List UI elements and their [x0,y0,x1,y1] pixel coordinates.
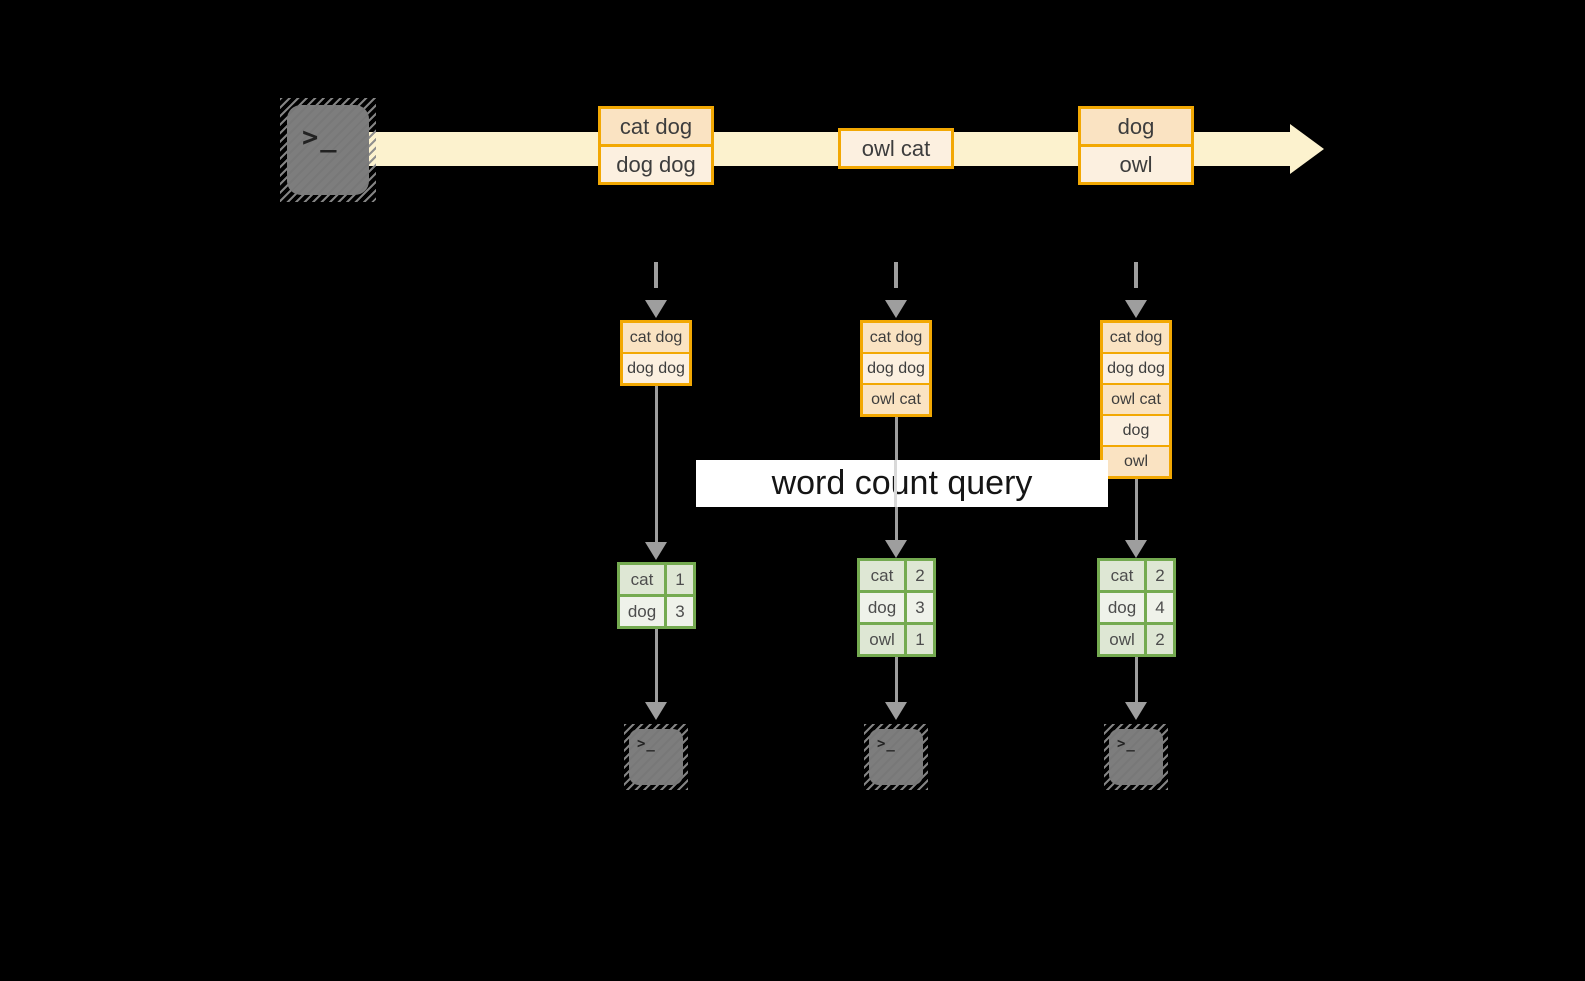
stream-event-row: owl [1081,147,1191,182]
batch-row: dog dog [1103,354,1169,383]
query-label: word count query [696,460,1108,507]
count-word: owl [1100,625,1144,654]
count-word: dog [860,593,904,622]
arrow-down-icon [645,702,667,720]
count-row: owl 1 [860,625,933,654]
batch-row: cat dog [1103,323,1169,352]
count-word: dog [1100,593,1144,622]
stream-event-row: dog [1081,109,1191,144]
count-row: dog 4 [1100,593,1173,622]
batch-row: dog [1103,416,1169,445]
batch-box-1: cat dog dog dog [620,320,692,386]
terminal-sink-icon: >_ [1104,724,1168,790]
connector-line [655,629,658,702]
count-word: cat [860,561,904,590]
query-label-stream-line [894,460,897,507]
arrow-down-icon [1125,702,1147,720]
terminal-body [287,105,369,195]
stream-event-row: dog dog [601,147,711,182]
count-table-1: cat 1 dog 3 [617,562,696,629]
terminal-body [869,729,923,785]
count-value: 4 [1147,593,1173,622]
terminal-body [1109,729,1163,785]
count-table-3: cat 2 dog 4 owl 2 [1097,558,1176,657]
count-value: 2 [1147,561,1173,590]
count-table-2: cat 2 dog 3 owl 1 [857,558,936,657]
arrow-down-icon [885,540,907,558]
count-value: 2 [907,561,933,590]
batch-row: dog dog [863,354,929,383]
stream-event-box-3: dog owl [1078,106,1194,185]
count-row: owl 2 [1100,625,1173,654]
arrow-down-icon [1125,300,1147,318]
stream-event-row: cat dog [601,109,711,144]
batch-row: cat dog [863,323,929,352]
arrow-down-icon [885,702,907,720]
arrow-down-icon [1125,540,1147,558]
count-word: cat [620,565,664,594]
count-value: 2 [1147,625,1173,654]
batch-row: dog dog [623,354,689,383]
count-row: cat 2 [860,561,933,590]
terminal-sink-icon: >_ [864,724,928,790]
terminal-sink-icon: >_ [624,724,688,790]
count-value: 1 [907,625,933,654]
batch-row: owl cat [1103,385,1169,414]
count-row: cat 2 [1100,561,1173,590]
connector-line [1135,476,1138,540]
connector-line [655,386,658,542]
dashed-arrow-line [1134,262,1138,298]
stream-event-row: owl cat [841,131,951,166]
count-value: 3 [907,593,933,622]
arrow-down-icon [645,300,667,318]
terminal-prompt-icon: >_ [302,122,339,153]
count-row: cat 1 [620,565,693,594]
batch-row: cat dog [623,323,689,352]
count-word: dog [620,597,664,626]
connector-line [1135,657,1138,702]
arrow-down-icon [645,542,667,560]
count-value: 3 [667,597,693,626]
count-word: owl [860,625,904,654]
terminal-prompt-icon: >_ [637,736,656,752]
batch-row: owl [1103,447,1169,476]
terminal-body [629,729,683,785]
stream-event-box-1: cat dog dog dog [598,106,714,185]
count-word: cat [1100,561,1144,590]
dashed-arrow-line [894,262,898,298]
count-value: 1 [667,565,693,594]
count-row: dog 3 [620,597,693,626]
dashed-arrow-line [654,262,658,298]
stream-event-box-2: owl cat [838,128,954,169]
terminal-prompt-icon: >_ [877,736,896,752]
connector-line [895,657,898,702]
arrow-down-icon [885,300,907,318]
batch-row: owl cat [863,385,929,414]
stream-arrow-head [1290,124,1324,174]
batch-box-2: cat dog dog dog owl cat [860,320,932,417]
batch-box-3: cat dog dog dog owl cat dog owl [1100,320,1172,479]
terminal-prompt-icon: >_ [1117,736,1136,752]
terminal-source-icon: >_ [280,98,376,202]
count-row: dog 3 [860,593,933,622]
